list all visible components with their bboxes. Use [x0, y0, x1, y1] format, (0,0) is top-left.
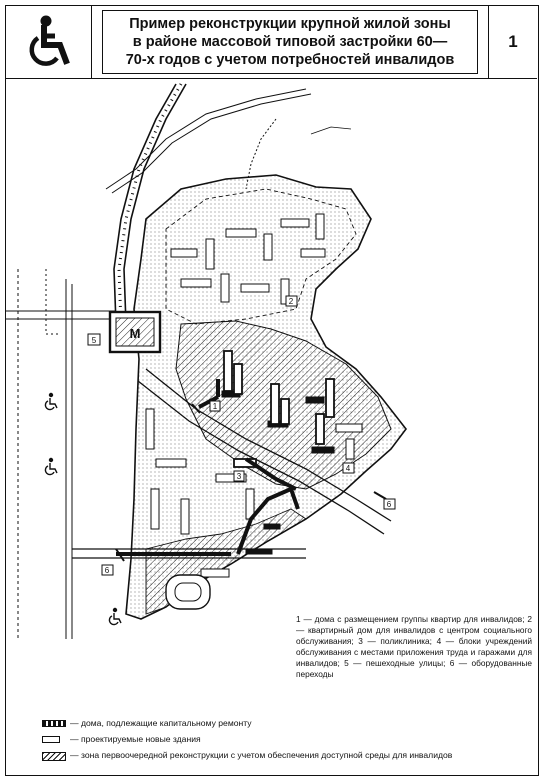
site-plan-map: М — [6, 83, 408, 639]
pedestrian-streets — [116, 379, 300, 556]
legend-item-new: — проектируемые новые здания — [42, 734, 532, 745]
page-title: Пример реконструкции крупной жилой зоны … — [102, 10, 478, 74]
metro-symbol: М — [130, 326, 141, 341]
marker-3: 3 — [237, 472, 242, 481]
map-markers: 5 2 1 4 3 6 6 — [87, 295, 396, 576]
page-number: 1 — [508, 32, 518, 51]
page-title-line-2: в районе массовой типовой застройки 60— — [132, 34, 448, 50]
page-title-line-3: 70-х годов с учетом потребностей инвалид… — [125, 52, 455, 68]
legend-text-repair: — дома, подлежащие капитальному ремонту — [70, 718, 252, 728]
priority-zone-swatch — [42, 752, 66, 761]
wheelchair-marks — [44, 392, 122, 626]
railway-line — [113, 83, 187, 325]
legend-text-new: — проектируемые новые здания — [70, 734, 201, 744]
marker-5: 5 — [92, 336, 97, 345]
legend: — дома, подлежащие капитальному ремонту … — [42, 718, 532, 766]
new-buildings — [223, 350, 335, 468]
diagonal-avenue — [137, 368, 392, 535]
stadium — [165, 574, 211, 610]
marker-2: 2 — [289, 297, 294, 306]
pedestrian-crossings — [115, 403, 387, 562]
header: Пример реконструкции крупной жилой зоны … — [6, 6, 537, 78]
page-title-line-1: Пример реконструкции крупной жилой зоны — [129, 16, 451, 32]
marker-4: 4 — [346, 464, 351, 473]
repair-swatch — [42, 720, 66, 727]
new-building-swatch — [42, 736, 60, 743]
header-title-cell: Пример реконструкции крупной жилой зоны … — [92, 6, 489, 78]
legend-item-repair: — дома, подлежащие капитальному ремонту — [42, 718, 532, 729]
marker-1: 1 — [213, 402, 218, 411]
header-divider — [6, 78, 537, 79]
context-roads — [6, 88, 352, 639]
legend-item-zone: — зона первоочередной реконструкции с уч… — [42, 750, 532, 761]
header-logo — [6, 6, 92, 78]
sheet-frame: Пример реконструкции крупной жилой зоны … — [5, 5, 539, 776]
marker-6: 6 — [387, 500, 392, 509]
marker-6-secondary: 6 — [105, 566, 110, 575]
map-description: 1 — дома с размещением группы квартир дл… — [296, 614, 532, 679]
legend-text-zone: — зона первоочередной реконструкции с уч… — [70, 750, 453, 760]
metro-station: М — [108, 310, 162, 354]
wheelchair-accessibility-icon — [29, 15, 70, 66]
